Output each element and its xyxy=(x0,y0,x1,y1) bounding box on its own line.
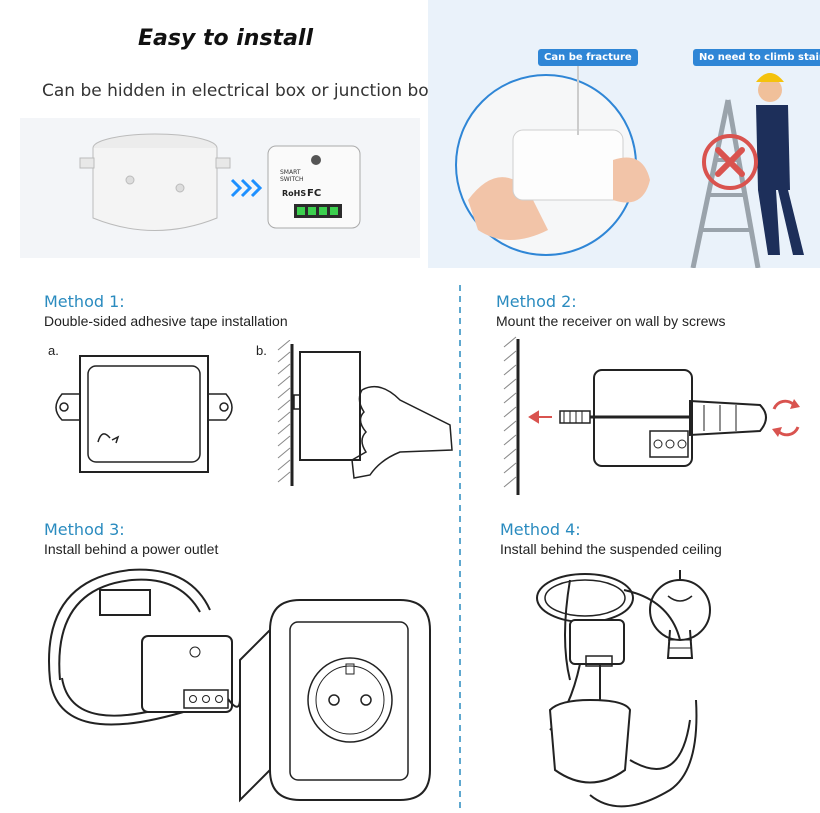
method-1-step-a: a. xyxy=(48,343,59,358)
rotate-icon xyxy=(772,399,800,437)
screw-icon xyxy=(559,410,591,424)
junction-box-icon xyxy=(79,133,231,231)
photo-panel xyxy=(428,0,820,268)
screwdriver-icon xyxy=(590,399,767,437)
hand-pressing-icon xyxy=(351,385,453,479)
method-1-heading: Method 1: xyxy=(44,292,125,311)
method-3-outlet-drawing xyxy=(48,568,431,803)
method-4-ceiling-drawing xyxy=(536,570,711,808)
method-3-heading: Method 3: xyxy=(44,520,125,539)
method-1-description: Double-sided adhesive tape installation xyxy=(44,313,288,329)
method-2-screw-drawing xyxy=(503,336,800,495)
method-1-box-drawing xyxy=(55,355,233,473)
page-subtitle: Can be hidden in electrical box or junct… xyxy=(42,81,439,101)
method-1-wall-press-drawing xyxy=(277,340,453,486)
method-2-heading: Method 2: xyxy=(496,292,577,311)
module-label-line2: SWITCH xyxy=(280,176,304,183)
tag-can-be-fracture: Can be fracture xyxy=(538,49,638,66)
hand-holding-module-photo xyxy=(455,58,650,256)
method-4-description: Install behind the suspended ceiling xyxy=(500,541,722,557)
method-4-heading: Method 4: xyxy=(500,520,581,539)
smart-switch-module-icon xyxy=(267,145,361,229)
method-1-step-b: b. xyxy=(256,343,267,358)
power-outlet-icon xyxy=(239,599,431,803)
module-rohs-mark: RoHS xyxy=(282,189,306,198)
peel-arrow-icon xyxy=(111,435,120,444)
module-fc-mark: FC xyxy=(307,188,321,199)
method-2-description: Mount the receiver on wall by screws xyxy=(496,313,726,329)
section-divider xyxy=(459,285,461,813)
light-bulb-icon xyxy=(649,570,711,659)
arrow-left-icon xyxy=(528,410,552,424)
method-3-description: Install behind a power outlet xyxy=(44,541,219,557)
no-climb-warning-icon xyxy=(702,134,758,190)
double-chevron-arrow-icon xyxy=(230,178,263,198)
page-title: Easy to install xyxy=(138,26,314,51)
tag-no-climb-stairs: No need to climb stairs xyxy=(693,49,820,66)
junction-box-illustration: SMART SWITCH RoHS FC xyxy=(20,118,420,258)
module-label-line1: SMART xyxy=(280,169,301,176)
